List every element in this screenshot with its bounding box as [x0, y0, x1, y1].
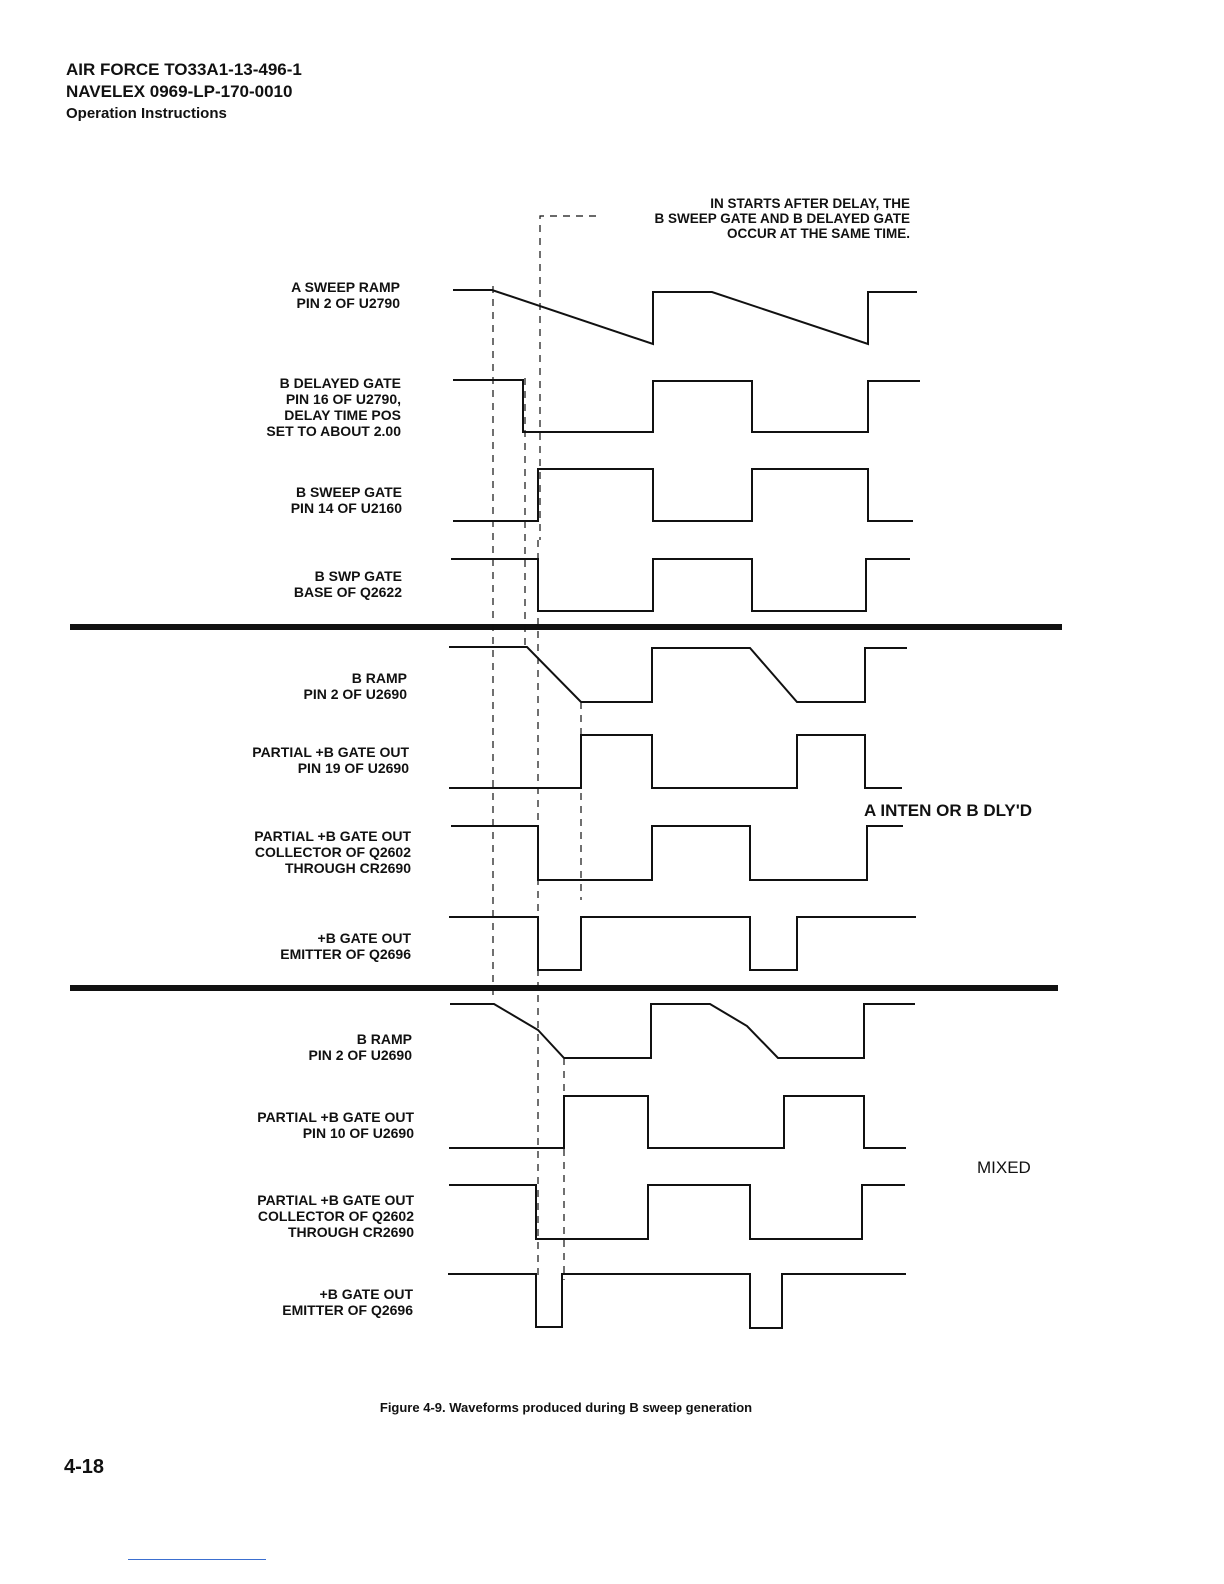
waveform-b-sweep-gate [453, 468, 913, 522]
label-b-gate-out-emitter-mixed: +B GATE OUT EMITTER OF Q2696 [282, 1286, 413, 1318]
label-b-delayed-gate: B DELAYED GATE PIN 16 OF U2790, DELAY TI… [266, 375, 401, 439]
label-b-ramp-mixed: B RAMP PIN 2 OF U2690 [309, 1031, 413, 1063]
label-line: PIN 10 OF U2690 [302, 1125, 414, 1141]
label-line: B RAMP [356, 1031, 412, 1047]
header-doc-id-line1: AIR FORCE TO33A1-13-496-1 [66, 60, 302, 79]
delay-note-line1: IN STARTS AFTER DELAY, THE [710, 196, 910, 211]
waveform-partial-b-gate-pin19 [449, 734, 902, 789]
label-partial-b-gate-pin10: PARTIAL +B GATE OUT PIN 10 OF U2690 [257, 1109, 414, 1141]
note-leader-line [539, 215, 596, 540]
waveform-partial-b-gate-pin10 [449, 1095, 906, 1149]
label-b-gate-out-emitter-inten: +B GATE OUT EMITTER OF Q2696 [280, 930, 411, 962]
label-line: PARTIAL +B GATE OUT [252, 744, 409, 760]
label-line: SET TO ABOUT 2.00 [266, 423, 401, 439]
label-line: PARTIAL +B GATE OUT [257, 1192, 414, 1208]
delay-note-line3: OCCUR AT THE SAME TIME. [727, 226, 910, 241]
waveform-b-delayed-gate [453, 379, 920, 433]
waveform-b-ramp-inten [449, 646, 907, 703]
label-line: BASE OF Q2622 [293, 584, 402, 600]
label-line: B DELAYED GATE [279, 375, 401, 391]
label-line: COLLECTOR OF Q2602 [254, 844, 411, 860]
label-line: B SWEEP GATE [295, 484, 402, 500]
waveform-a-sweep-ramp [453, 289, 917, 346]
header-section: Operation Instructions [66, 105, 227, 122]
label-b-swp-gate: B SWP GATE BASE OF Q2622 [294, 568, 402, 600]
mode-label-mixed: MIXED [977, 1158, 1031, 1177]
label-line: PARTIAL +B GATE OUT [257, 1109, 414, 1125]
label-line: THROUGH CR2690 [284, 860, 411, 876]
label-line: +B GATE OUT [319, 1286, 413, 1302]
label-line: PIN 14 OF U2160 [290, 500, 402, 516]
footer-rule [128, 1559, 266, 1560]
label-b-sweep-gate: B SWEEP GATE PIN 14 OF U2160 [291, 484, 402, 516]
label-line: +B GATE OUT [317, 930, 411, 946]
label-partial-b-gate-collector-mixed: PARTIAL +B GATE OUT COLLECTOR OF Q2602 T… [257, 1192, 414, 1240]
label-line: EMITTER OF Q2696 [282, 1302, 413, 1318]
label-line: DELAY TIME POS [284, 407, 401, 423]
label-line: PIN 2 OF U2690 [308, 1047, 413, 1063]
label-line: A SWEEP RAMP [291, 279, 400, 295]
label-line: THROUGH CR2690 [287, 1224, 414, 1240]
waveform-partial-b-gate-collector-mixed [449, 1184, 905, 1240]
label-line: PIN 19 OF U2690 [297, 760, 409, 776]
page-number: 4-18 [64, 1456, 105, 1478]
waveform-b-gate-out-emitter-inten [449, 916, 916, 971]
label-line: COLLECTOR OF Q2602 [257, 1208, 414, 1224]
waveform-b-swp-gate-q2622 [451, 558, 910, 612]
delay-note: IN STARTS AFTER DELAY, THE B SWEEP GATE … [560, 196, 910, 241]
label-line: PIN 16 OF U2790, [285, 391, 401, 407]
delay-note-line2: B SWEEP GATE AND B DELAYED GATE [654, 211, 910, 226]
header-doc-id-line2: NAVELEX 0969-LP-170-0010 [66, 82, 293, 101]
label-line: B SWP GATE [314, 568, 402, 584]
mode-label-inten: A INTEN OR B DLY'D [864, 801, 1033, 820]
label-line: EMITTER OF Q2696 [280, 946, 411, 962]
label-line: B RAMP [351, 670, 407, 686]
waveform-partial-b-gate-collector-inten [451, 825, 903, 881]
label-partial-b-gate-pin19: PARTIAL +B GATE OUT PIN 19 OF U2690 [252, 744, 409, 776]
waveform-b-gate-out-emitter-mixed [448, 1273, 906, 1329]
figure-caption: Figure 4-9. Waveforms produced during B … [379, 1400, 753, 1415]
label-partial-b-gate-collector-inten: PARTIAL +B GATE OUT COLLECTOR OF Q2602 T… [254, 828, 411, 876]
label-line: PARTIAL +B GATE OUT [254, 828, 411, 844]
waveform-b-ramp-mixed [450, 1003, 915, 1059]
label-line: PIN 2 OF U2790 [296, 295, 401, 311]
label-a-sweep-ramp: A SWEEP RAMP PIN 2 OF U2790 [291, 279, 400, 311]
label-b-ramp-inten: B RAMP PIN 2 OF U2690 [304, 670, 408, 702]
label-line: PIN 2 OF U2690 [303, 686, 408, 702]
